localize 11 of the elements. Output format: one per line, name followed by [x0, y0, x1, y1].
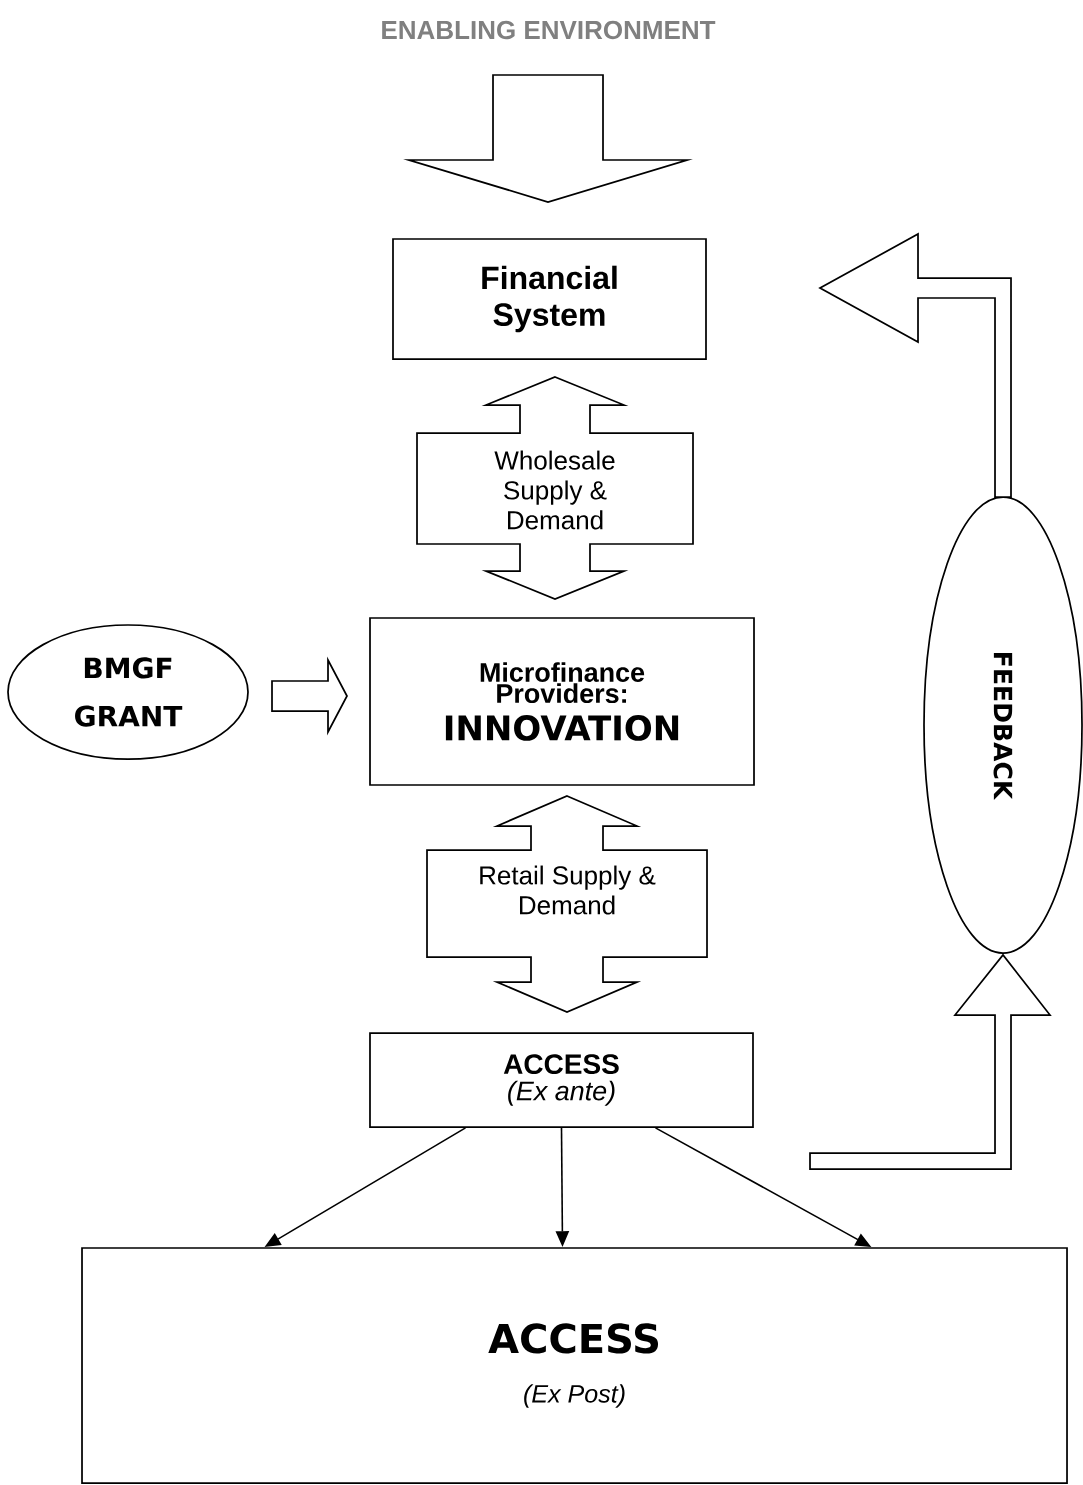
block-arrow — [403, 74, 693, 203]
heading: ENABLING ENVIRONMENT — [382, 20, 716, 40]
block-arrow — [809, 953, 1052, 1170]
process-box: ACCESS (Ex ante) — [369, 1032, 754, 1128]
outcome-box: ACCESS (Ex Post) — [81, 1247, 1068, 1484]
block-arrow — [271, 656, 348, 736]
edge-label: Wholesale Supply & Demand — [478, 449, 632, 531]
process-box: Financial System — [392, 238, 707, 360]
process-box: Microfinance Providers: INNOVATION — [369, 617, 755, 786]
edge-label: Retail Supply & Demand — [465, 864, 669, 916]
block-arrow — [818, 232, 1012, 498]
